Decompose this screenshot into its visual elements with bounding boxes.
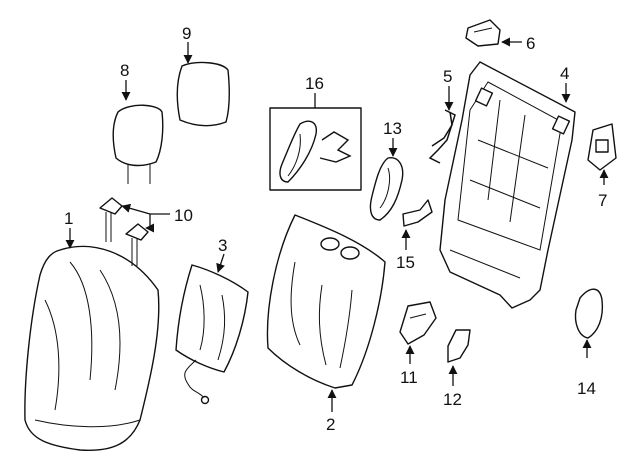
part-6-latch-cover[interactable]	[465, 19, 501, 47]
callout-13[interactable]: 13	[383, 119, 402, 138]
part-12-side-bracket[interactable]	[447, 329, 471, 363]
part-2-seat-back-pad[interactable]	[266, 214, 386, 389]
callout-16[interactable]: 16	[305, 74, 324, 93]
part-1-seat-back-cover[interactable]	[24, 245, 160, 452]
part-7-release-housing[interactable]	[587, 123, 617, 171]
callout-7[interactable]: 7	[598, 191, 607, 210]
part-11-trim-bracket[interactable]	[399, 301, 437, 345]
callout-1[interactable]: 1	[64, 209, 73, 228]
callout-8[interactable]: 8	[120, 61, 129, 80]
callout-10[interactable]: 10	[174, 206, 193, 225]
part-9-headrest-cover[interactable]	[176, 61, 231, 127]
callout-9[interactable]: 9	[182, 24, 191, 43]
callout-3[interactable]: 3	[218, 236, 227, 255]
callout-14[interactable]: 14	[577, 379, 596, 398]
part-16-kit-box[interactable]	[269, 107, 362, 191]
part-3-back-panel[interactable]	[175, 264, 249, 405]
callout-6[interactable]: 6	[526, 34, 535, 53]
part-10-headrest-guide-upper[interactable]	[99, 197, 123, 242]
callout-5[interactable]: 5	[443, 67, 452, 86]
callout-labels: 1 2 3 4 5 6 7 8 9 10 11 12 13 14 15 16	[64, 24, 607, 434]
callout-15[interactable]: 15	[396, 253, 415, 272]
callout-2[interactable]: 2	[326, 415, 335, 434]
part-4-seat-back-frame[interactable]	[439, 61, 576, 309]
part-13-side-trim[interactable]	[369, 157, 404, 221]
part-8-headrest[interactable]	[112, 104, 164, 184]
callout-leaders	[65, 37, 609, 412]
part-5-wire-bracket[interactable]	[428, 109, 456, 164]
callout-12[interactable]: 12	[443, 390, 462, 409]
part-14-hinge-cover[interactable]	[574, 288, 604, 339]
callout-11[interactable]: 11	[400, 368, 418, 387]
part-15-small-bracket[interactable]	[402, 199, 433, 227]
part-10-headrest-guide-lower[interactable]	[125, 223, 149, 266]
callout-4[interactable]: 4	[560, 64, 569, 83]
